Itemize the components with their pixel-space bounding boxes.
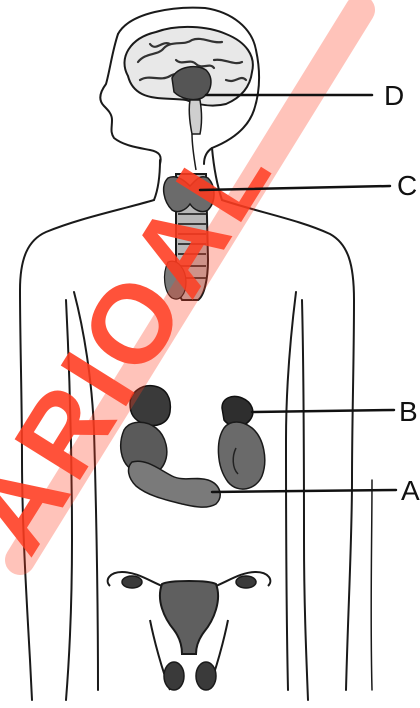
- left-testis: [164, 662, 184, 690]
- right-arm-inner: [302, 300, 308, 700]
- label-a: A: [401, 477, 420, 505]
- watermark-text: ARIOAL: [0, 112, 297, 573]
- right-testis: [196, 662, 216, 690]
- left-ovary: [122, 576, 142, 588]
- right-edge-line: [371, 480, 372, 690]
- right-kidney: [218, 422, 264, 489]
- leader-line-a: [212, 490, 396, 492]
- uterus: [160, 581, 218, 654]
- reproductive-organs: [108, 572, 271, 690]
- label-c: C: [397, 172, 417, 200]
- label-b: B: [399, 398, 418, 426]
- leader-line-b: [252, 410, 394, 412]
- pancreas: [129, 461, 221, 507]
- right-ovary: [236, 576, 256, 588]
- label-d: D: [384, 82, 404, 110]
